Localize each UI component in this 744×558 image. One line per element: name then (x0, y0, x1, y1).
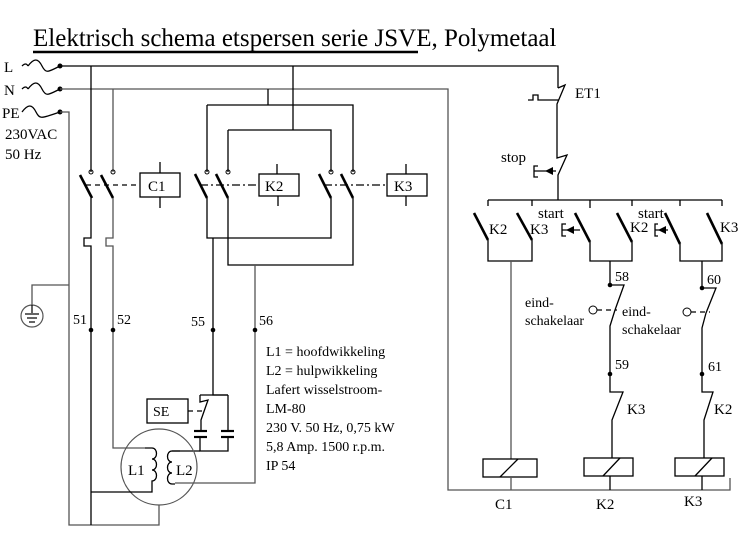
wire-k-inner-top (228, 129, 332, 172)
terminal-59: 59 (615, 358, 629, 373)
limit-switch-2-label-line2: schakelaar (622, 323, 681, 338)
supply-frequency: 50 Hz (5, 147, 42, 163)
capacitor-2-icon (221, 429, 234, 439)
schematic-title: Elektrisch schema etspersen serie JSVE, … (33, 25, 557, 52)
ground-icon (20, 304, 44, 328)
coil-k2-label: K2 (596, 497, 614, 513)
start-label-1: start (538, 206, 565, 222)
winding-l2-label: L2 (176, 463, 193, 479)
wire-k-lower-2 (227, 198, 354, 266)
et1-actuator-icon (528, 94, 559, 101)
wire-52 (105, 198, 145, 449)
se-switch-icon (199, 395, 210, 431)
c1-contact-2-icon (99, 174, 115, 199)
terminal-60: 60 (707, 273, 721, 288)
motor-info-line: L2 = hulpwikkeling (266, 364, 377, 379)
fuse-pe-icon (21, 105, 61, 118)
supply-block: L N PE 230VAC 50 Hz (2, 59, 63, 163)
motor-info-line: 5,8 Amp. 1500 r.p.m. (266, 440, 385, 455)
k2-contact-1-icon (193, 173, 209, 199)
interlock-k3-icon (609, 374, 624, 458)
main-wiring (31, 65, 731, 526)
wire-51 (83, 198, 92, 525)
motor-info-line: LM-80 (266, 402, 306, 417)
coil-k2-icon (583, 457, 634, 490)
k2-contact-2-icon (214, 173, 230, 199)
start-1-contact-icon (573, 212, 592, 243)
wire-k-outer-top (207, 104, 354, 172)
terminal-56: 56 (259, 314, 273, 329)
fuse-l-icon (21, 59, 61, 72)
motor-info-line: 230 V. 50 Hz, 0,75 kW (266, 421, 395, 436)
coil-c1-label: C1 (495, 497, 513, 513)
holding-k3-contact-icon (515, 212, 534, 241)
wire-pe (60, 111, 160, 526)
wire-k-lower-1 (206, 198, 332, 239)
c1-contact-1-icon (78, 174, 94, 199)
interlock-k3-label: K3 (627, 402, 645, 418)
winding-l1-label: L1 (128, 463, 145, 479)
thermal-switch-se-box (146, 398, 189, 424)
wire-n (60, 88, 731, 491)
limit-switch-1-icon (588, 305, 617, 374)
holding-k2b-contact-icon (615, 212, 634, 243)
terminal-61: 61 (708, 360, 722, 375)
start-label-2: start (638, 206, 665, 222)
coil-c1-icon (482, 458, 538, 490)
terminal-58: 58 (615, 270, 629, 285)
et1-label: ET1 (575, 86, 601, 102)
fuse-n-icon (21, 82, 61, 95)
contactor-k3-label: K3 (394, 179, 412, 195)
motor-icon: L1 L2 (91, 428, 198, 506)
supply-label-n: N (4, 83, 15, 99)
contactor-c1-contacts: C1 (78, 162, 181, 525)
coil-k3-label: K3 (684, 494, 702, 510)
holding-k3b-contact-icon (705, 212, 724, 245)
terminal-52: 52 (117, 313, 131, 328)
power-terminals: 51 52 55 56 (73, 313, 273, 333)
holding-k3b-label: K3 (720, 220, 738, 236)
wire-l (60, 65, 559, 88)
capacitor-1-icon (194, 429, 207, 439)
control-circuit: ET1 stop K2 K3 start K2 start K3 (472, 83, 738, 513)
interlock-k2-icon (701, 374, 714, 460)
motor-info-line: L1 = hoofdwikkeling (266, 345, 385, 360)
motor-info-line: IP 54 (266, 459, 295, 474)
thermal-switch-se-label: SE (153, 405, 169, 420)
limit-switch-1-label-line1: eind- (525, 296, 554, 311)
stop-button-icon[interactable] (556, 110, 569, 200)
motor-start-circuit: SE (146, 394, 234, 452)
supply-label-pe: PE (2, 106, 20, 122)
holding-k2b-label: K2 (630, 220, 648, 236)
stop-label: stop (501, 150, 526, 166)
k3-contact-1-icon (317, 173, 333, 199)
limit-switch-1-label-line2: schakelaar (525, 314, 584, 329)
interlock-k2-label: K2 (714, 402, 732, 418)
contactor-k2-box (258, 173, 300, 197)
motor-info: L1 = hoofdwikkeling L2 = hulpwikkeling L… (266, 345, 395, 474)
holding-k2-label: K2 (489, 222, 507, 238)
wire-ground (31, 284, 69, 305)
terminal-55: 55 (191, 315, 205, 330)
wire-55 (212, 238, 228, 396)
limit-switch-2-icon (682, 307, 710, 374)
contactor-k2-label: K2 (265, 179, 283, 195)
limit-switch-2-label-line1: eind- (622, 305, 651, 320)
supply-label-l: L (4, 60, 13, 76)
k3-contact-2-icon (339, 173, 355, 199)
terminal-51: 51 (73, 313, 87, 328)
contactor-k3-box (386, 173, 428, 197)
holding-k2-contact-icon (472, 212, 490, 241)
wire-56 (175, 265, 256, 484)
et1-contact-icon (556, 83, 567, 110)
contactor-c1-label: C1 (148, 179, 166, 195)
coil-k3-icon (674, 457, 725, 490)
supply-voltage: 230VAC (5, 127, 57, 143)
motor-info-line: Lafert wisselstroom- (266, 383, 383, 398)
start-2-contact-icon (663, 212, 682, 245)
holding-k3-label: K3 (530, 222, 548, 238)
